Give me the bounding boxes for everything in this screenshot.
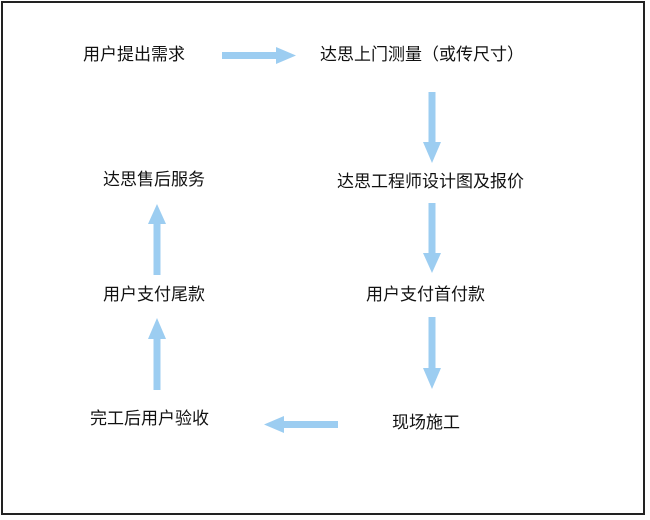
arrow-down-2 [423,203,441,273]
step-construction: 现场施工 [392,413,460,433]
arrow-down-3 [423,317,441,389]
arrow-right-1 [222,47,296,64]
step-after-sales: 达思售后服务 [103,170,205,190]
arrow-up-2 [148,204,166,275]
step-design-quote: 达思工程师设计图及报价 [337,172,524,192]
step-down-payment: 用户支付首付款 [366,285,485,305]
step-final-payment: 用户支付尾款 [103,285,205,305]
arrow-up-1 [148,318,166,390]
step-onsite-measure: 达思上门测量（或传尺寸） [320,45,524,65]
arrow-down-1 [423,92,441,163]
step-user-request: 用户提出需求 [83,45,185,65]
step-acceptance: 完工后用户验收 [90,409,209,429]
diagram-frame [1,1,645,515]
arrow-left-1 [264,416,338,433]
